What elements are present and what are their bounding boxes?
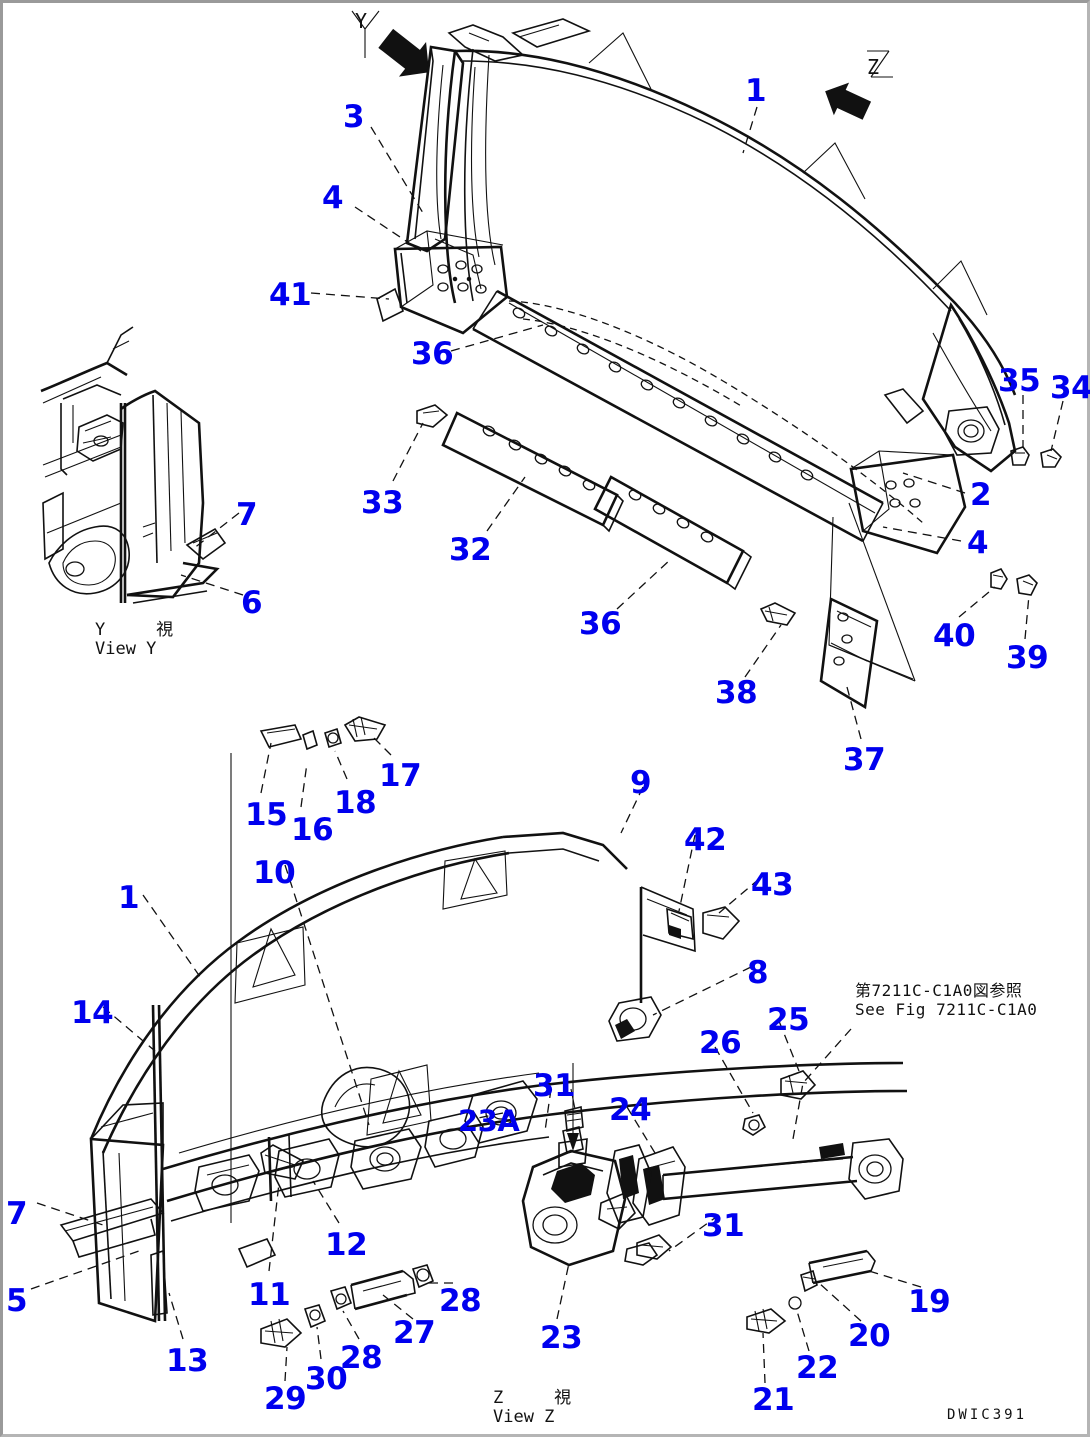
view-z-caption-jp: Z 視 bbox=[493, 1388, 574, 1408]
callout-36-7[interactable]: 36 bbox=[579, 606, 622, 642]
callout-35-10[interactable]: 35 bbox=[998, 363, 1041, 399]
callout-10-22[interactable]: 10 bbox=[253, 855, 296, 891]
callout-29-34[interactable]: 29 bbox=[264, 1381, 307, 1417]
callout-39-15[interactable]: 39 bbox=[1006, 640, 1049, 676]
callout-41-3[interactable]: 41 bbox=[269, 277, 312, 313]
figure-reference-note-en: See Fig 7211C-C1A0 bbox=[855, 1000, 1038, 1019]
callout-37-9[interactable]: 37 bbox=[843, 742, 886, 778]
callout-42-24[interactable]: 42 bbox=[684, 822, 727, 858]
callout-15-18[interactable]: 15 bbox=[245, 797, 288, 833]
callout-1-27[interactable]: 1 bbox=[118, 880, 140, 916]
callout-14-28[interactable]: 14 bbox=[71, 995, 114, 1031]
callout-26-43[interactable]: 26 bbox=[699, 1025, 742, 1061]
callout-3-1[interactable]: 3 bbox=[343, 99, 365, 135]
callout-31-45[interactable]: 31 bbox=[702, 1208, 745, 1244]
callout-13-31[interactable]: 13 bbox=[166, 1343, 209, 1379]
marker-z-label: Z bbox=[867, 55, 880, 79]
callout-28-36[interactable]: 28 bbox=[340, 1340, 383, 1376]
view-y-caption-en: View Y bbox=[95, 639, 157, 659]
callout-33-5[interactable]: 33 bbox=[361, 485, 404, 521]
callout-28-38[interactable]: 28 bbox=[439, 1283, 482, 1319]
view-z-caption-en: View Z bbox=[493, 1407, 555, 1427]
callout-7-29[interactable]: 7 bbox=[6, 1196, 28, 1232]
callout-7-16[interactable]: 7 bbox=[236, 497, 258, 533]
callout-22-48[interactable]: 22 bbox=[796, 1350, 839, 1386]
callout-36-4[interactable]: 36 bbox=[411, 336, 454, 372]
callout-38-8[interactable]: 38 bbox=[715, 675, 758, 711]
view-y-caption-jp: Y 視 bbox=[95, 620, 176, 640]
callout-8-26[interactable]: 8 bbox=[747, 955, 769, 991]
callout-32-6[interactable]: 32 bbox=[449, 532, 492, 568]
callout-4-2[interactable]: 4 bbox=[322, 180, 344, 216]
callout-11-32[interactable]: 11 bbox=[248, 1277, 291, 1313]
callout-6-17[interactable]: 6 bbox=[241, 585, 263, 621]
callout-25-44[interactable]: 25 bbox=[767, 1002, 810, 1038]
callout-5-30[interactable]: 5 bbox=[6, 1283, 28, 1319]
callout-4-13[interactable]: 4 bbox=[967, 525, 989, 561]
callout-19-46[interactable]: 19 bbox=[908, 1284, 951, 1320]
callout-43-25[interactable]: 43 bbox=[751, 867, 794, 903]
callout-20-47[interactable]: 20 bbox=[848, 1318, 891, 1354]
callout-17-21[interactable]: 17 bbox=[379, 758, 422, 794]
figure-reference-note-jp: 第7211C-C1A0図参照 bbox=[855, 981, 1023, 1000]
callout-21-49[interactable]: 21 bbox=[752, 1382, 795, 1418]
callout-31-40[interactable]: 31 bbox=[533, 1068, 576, 1104]
callout-2-12[interactable]: 2 bbox=[970, 477, 992, 513]
callout-30-35[interactable]: 30 bbox=[305, 1361, 348, 1397]
callout-23a-39[interactable]: 23A bbox=[458, 1104, 520, 1138]
sheet-code: DWIC391 bbox=[947, 1407, 1028, 1423]
callout-16-19[interactable]: 16 bbox=[291, 812, 334, 848]
callout-9-23[interactable]: 9 bbox=[630, 765, 652, 801]
callout-27-37[interactable]: 27 bbox=[393, 1315, 436, 1351]
callout-23-41[interactable]: 23 bbox=[540, 1320, 583, 1356]
callout-12-33[interactable]: 12 bbox=[325, 1227, 368, 1263]
callout-24-42[interactable]: 24 bbox=[609, 1092, 652, 1128]
callout-18-20[interactable]: 18 bbox=[334, 785, 377, 821]
callout-1-0[interactable]: 1 bbox=[745, 73, 767, 109]
callout-34-11[interactable]: 34 bbox=[1050, 370, 1090, 406]
callout-40-14[interactable]: 40 bbox=[933, 618, 976, 654]
marker-y-label: Y bbox=[355, 9, 368, 33]
